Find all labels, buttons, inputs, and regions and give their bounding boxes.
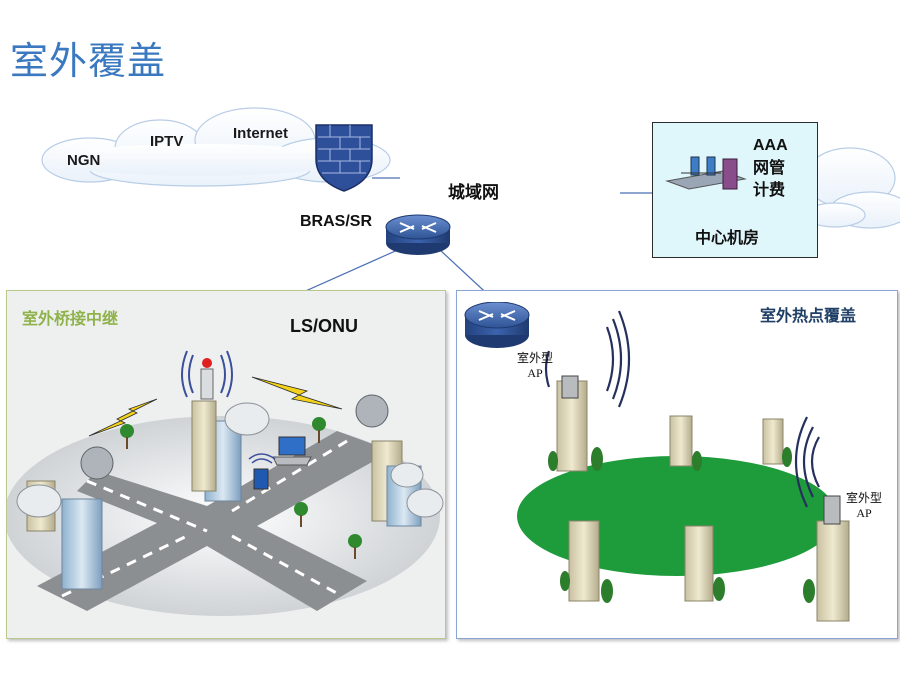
iptv-label: IPTV (150, 133, 184, 150)
bridge-scene (7, 350, 444, 616)
center-cloud (804, 147, 900, 229)
server-rack-icon (665, 156, 747, 190)
central-room-label: 中心机房 (695, 228, 760, 247)
page-title: 室外覆盖 (10, 39, 167, 83)
central-room-box: AAA 网管 计费 中心机房 (652, 122, 818, 258)
ls-onu-label: LS/ONU (290, 316, 359, 336)
outdoor-bridge-panel (6, 290, 446, 639)
aaa-label: AAA (753, 137, 788, 154)
ap2-label: 室外型 AP (846, 491, 882, 521)
internet-label: Internet (233, 125, 289, 142)
ap1-label: 室外型 AP (517, 351, 553, 381)
billing-label: 计费 (753, 180, 786, 199)
nms-label: 网管 (753, 158, 786, 177)
outdoor-hotspot-title: 室外热点覆盖 (760, 306, 857, 325)
ap1-label-ap: AP (527, 366, 543, 380)
ap1-label-type: 室外型 (517, 351, 554, 365)
metro-network-label: 城域网 (448, 183, 499, 203)
router-hotspot-icon (464, 302, 530, 348)
router-bras-icon (385, 214, 451, 255)
outdoor-hotspot-panel: 室外型 AP 室外型 AP (456, 290, 898, 639)
outdoor-bridge-title: 室外桥接中继 (22, 309, 119, 328)
hotspot-scene (517, 310, 850, 622)
ap2-label-type: 室外型 (846, 491, 883, 505)
bras-sr-label: BRAS/SR (300, 213, 373, 230)
firewall-icon (315, 124, 373, 192)
ngn-label: NGN (67, 152, 101, 169)
ap2-label-ap: AP (856, 506, 872, 520)
